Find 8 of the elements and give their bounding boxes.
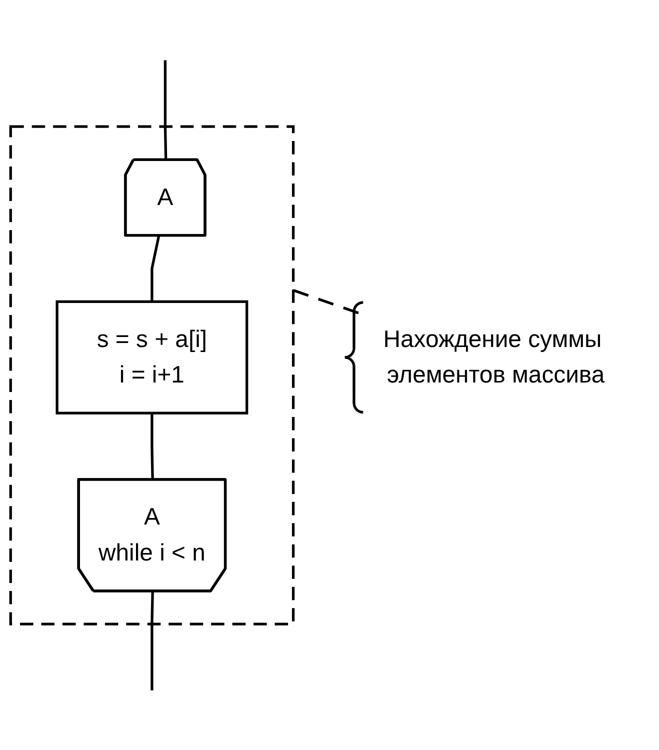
connector <box>150 591 154 690</box>
connector <box>150 235 160 302</box>
cluster <box>9 124 295 626</box>
node-text: Нахождение суммы элементов массива <box>383 325 605 388</box>
connector <box>292 288 360 314</box>
connector <box>164 60 168 160</box>
connector <box>150 412 154 480</box>
node-box: s = s + a[i] i = i+1 <box>56 300 248 414</box>
